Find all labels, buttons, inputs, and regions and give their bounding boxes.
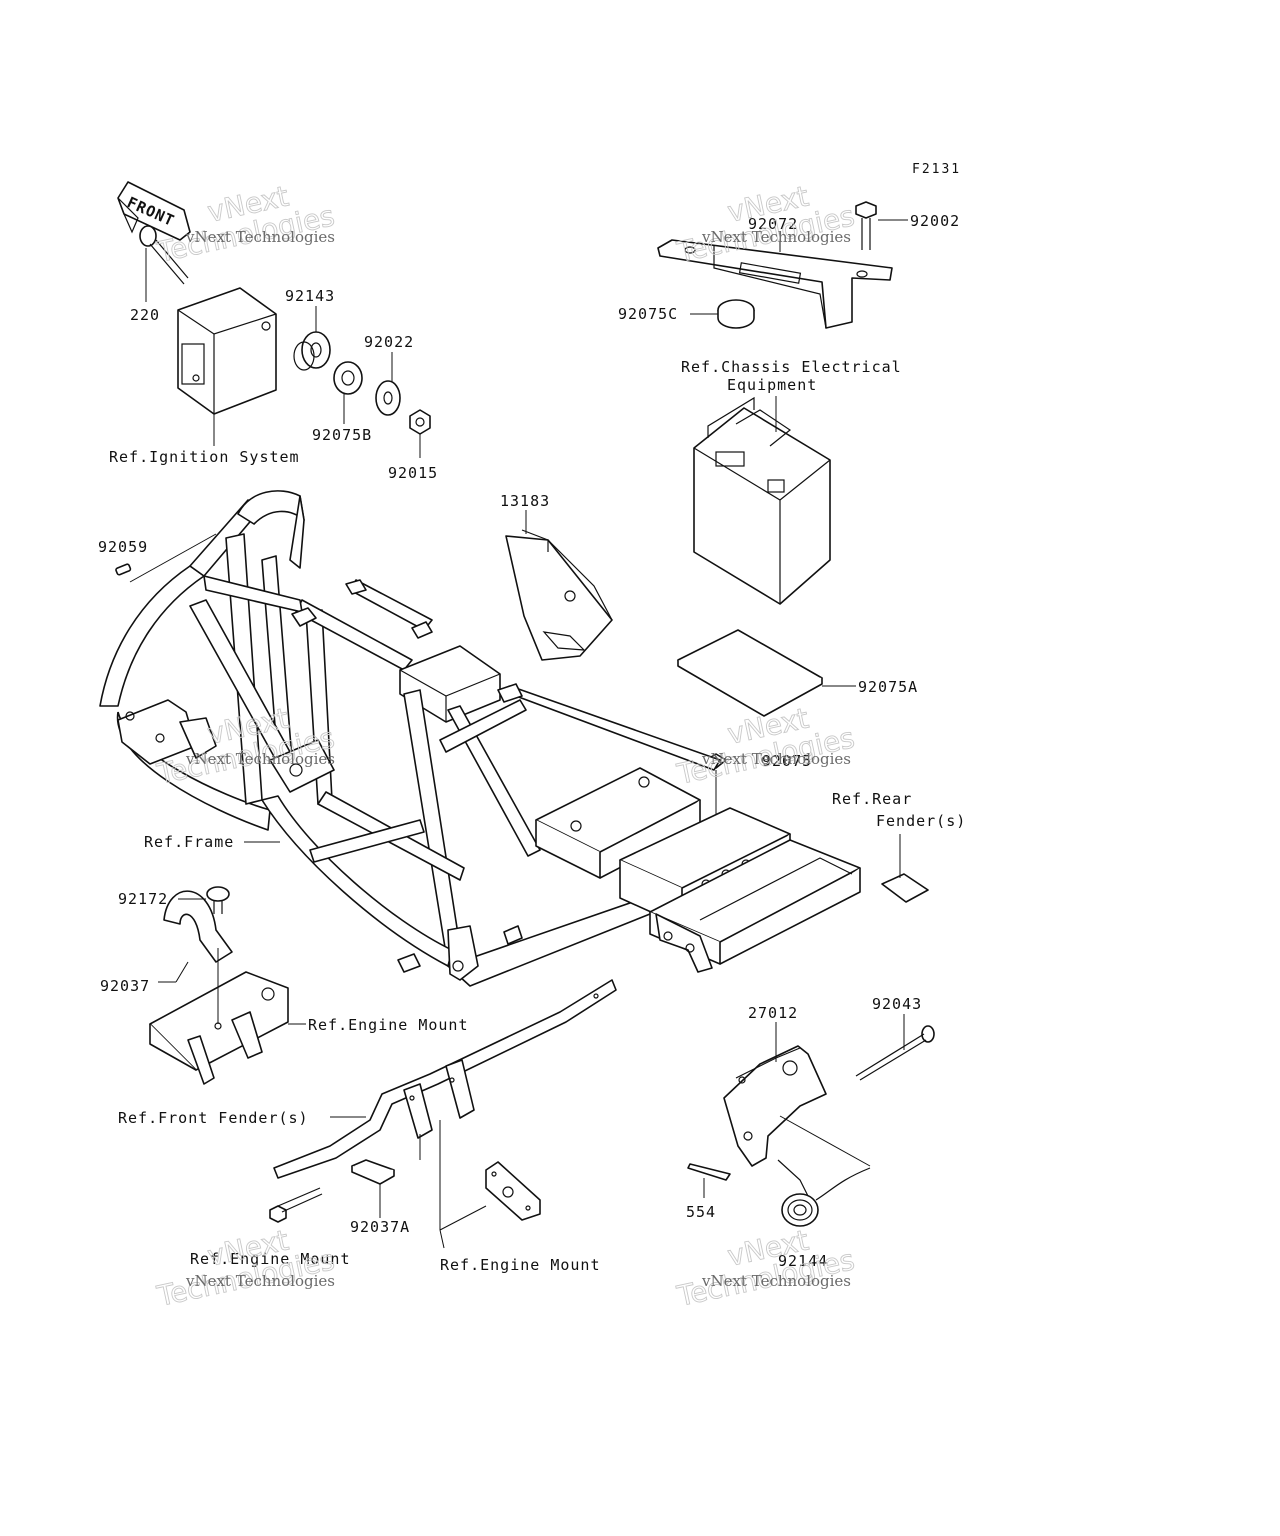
label-rear-ref-2: Fender(s) [876,812,966,830]
label-13183: 13183 [500,492,550,510]
svg-text:vNext Technologies: vNext Technologies [185,750,335,768]
label-ignition-ref: Ref.Ignition System [109,448,300,466]
label-92059: 92059 [98,538,148,556]
label-92022: 92022 [364,333,414,351]
label-92015: 92015 [388,464,438,482]
damper-92075B [333,361,363,424]
label-chassis-ref-2: Equipment [727,376,817,394]
label-92075: 92075 [762,752,812,770]
label-engine-mount-ref-2: Ref.Engine Mount [190,1250,351,1268]
cotter-pin-554 [687,1163,731,1198]
label-92143: 92143 [285,287,335,305]
screw-92172 [178,886,230,914]
figure-id: F2131 [912,162,961,177]
label-554: 554 [686,1203,716,1221]
front-fender-stay [273,979,617,1179]
label-92072: 92072 [748,215,798,233]
label-27012: 27012 [748,1004,798,1022]
plate-92037A [351,1159,395,1218]
label-92172: 92172 [118,890,168,908]
label-engine-mount-ref-3: Ref.Engine Mount [440,1256,601,1274]
frame [99,490,861,987]
watermark: vNext Technologies vNext Technologies [673,701,858,791]
nut-92015 [409,409,431,458]
label-chassis-ref-1: Ref.Chassis Electrical [681,358,902,376]
bolt-220 [139,225,189,302]
engine-mount-plate [485,1161,541,1221]
watermark: vNext Technologies vNext Technologies [153,1223,338,1313]
label-92075A: 92075A [858,678,918,696]
svg-text:vNext Technologies: vNext Technologies [701,228,851,246]
label-92075B: 92075B [312,426,372,444]
clamp-92037 [158,890,233,983]
damper-92075C [690,299,755,329]
svg-text:vNext Technologies: vNext Technologies [185,1272,335,1290]
bolt-engine-mount [269,1187,323,1223]
collar-92143 [293,306,331,371]
svg-text:vNext Technologies: vNext Technologies [701,1272,851,1290]
svg-text:vNext Technologies: vNext Technologies [701,750,851,768]
label-92037A: 92037A [350,1218,410,1236]
battery-holder-92072 [657,232,893,329]
label-front-fender-ref: Ref.Front Fender(s) [118,1109,309,1127]
rear-fender-pad [881,834,929,903]
pin-92059 [115,533,217,583]
label-rear-ref-1: Ref.Rear [832,790,912,808]
label-frame-ref: Ref.Frame [144,833,234,851]
ignition-unit [177,287,277,446]
engine-mount-leaders [439,1120,487,1249]
svg-text:vNext Technologies: vNext Technologies [185,228,335,246]
engine-mount-bracket [149,948,306,1085]
watermark: vNext Technologies vNext Technologies [673,1223,858,1313]
label-92037: 92037 [100,977,150,995]
pedal-27012 [723,1022,827,1167]
label-engine-mount-ref-1: Ref.Engine Mount [308,1016,469,1034]
battery [693,396,831,605]
label-92075C: 92075C [618,305,678,323]
spring-92144 [777,1115,871,1227]
cover-13183 [505,510,613,661]
bolt-92002 [855,201,908,250]
label-220: 220 [130,306,160,324]
pivot-bolt-92043 [855,1014,935,1081]
label-92144: 92144 [778,1252,828,1270]
label-92043: 92043 [872,995,922,1013]
washer-92022 [375,352,401,416]
label-92002: 92002 [910,212,960,230]
battery-pad-92075A [677,629,856,717]
